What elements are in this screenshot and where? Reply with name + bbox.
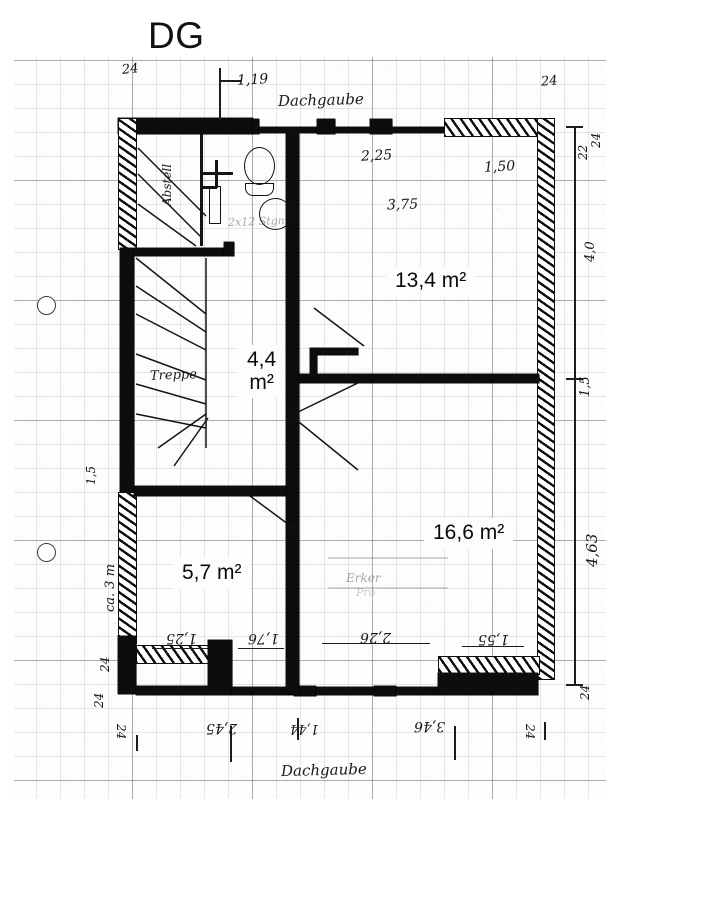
- page-title: DG: [148, 15, 205, 56]
- toilet-cistern-icon: [245, 183, 274, 196]
- wall-bottom-left-hatched: [136, 645, 222, 664]
- dim-tick-bottom-e: [544, 722, 546, 740]
- annotation-dachgaube-bottom: Dachgaube: [280, 759, 367, 781]
- dim-tick-right-mid: [566, 378, 583, 380]
- wall-top-left: [118, 118, 253, 134]
- dim-line-inner-a: [152, 648, 208, 650]
- wall-interior-nib-top: [310, 348, 358, 355]
- wall-bottom-sill-a: [136, 686, 232, 695]
- dimension-text: 1,19: [236, 71, 269, 89]
- dimension-text: 3,46: [414, 718, 446, 734]
- annotation-erker: Erker: [346, 571, 381, 585]
- hole-punch: [37, 296, 56, 315]
- wall-interior-horizontal-mid: [134, 486, 286, 496]
- wall-bath-nib-b: [203, 186, 217, 189]
- wall-top-jamb-a: [253, 119, 259, 134]
- dimension-text: 22: [576, 144, 590, 160]
- room-area-label: 16,6 m²: [424, 518, 514, 549]
- dimension-text: 24: [589, 132, 603, 148]
- annotation-erker-sub: Pro: [356, 586, 376, 599]
- dim-tick-bottom-c: [297, 718, 299, 740]
- dimension-text: 1,25: [166, 630, 198, 646]
- wall-bottom-pier-a: [208, 640, 232, 694]
- window-bottom-c: [396, 687, 438, 695]
- annotation-abstell: Abstell: [160, 163, 174, 206]
- hole-punch: [37, 543, 56, 562]
- wall-right-hatched: [537, 118, 555, 680]
- dimension-text: 2,26: [360, 629, 392, 645]
- dimension-text: 4,63: [583, 533, 601, 567]
- dimension-text: 4,0: [583, 241, 598, 262]
- dimension-text: 1,5: [578, 376, 593, 397]
- wall-bath-partition: [200, 134, 203, 246]
- window-top-b: [335, 127, 370, 133]
- dimension-text: 24: [578, 684, 592, 700]
- wall-interior-vertical-main: [286, 134, 299, 694]
- wall-bath-nib-c: [215, 160, 218, 188]
- dimension-text: 1,55: [478, 631, 510, 647]
- wall-left-upper-hatched: [118, 118, 137, 250]
- dimension-text: 3,75: [386, 196, 419, 214]
- graph-paper-background: [14, 57, 606, 799]
- window-top-c: [392, 127, 444, 133]
- dimension-text: ca. 3 m: [103, 563, 118, 612]
- dim-tick-bottom-b: [230, 726, 232, 762]
- annotation-stair-note: 2x12 Stgn.: [227, 213, 289, 230]
- dim-tick-top: [219, 68, 221, 120]
- dim-line-inner-c: [322, 643, 430, 645]
- window-bottom-a: [232, 687, 294, 695]
- dim-tick-bottom-d: [454, 726, 456, 760]
- wall-left-bottom-corner: [118, 636, 136, 694]
- wall-top-pier-b: [370, 119, 392, 134]
- dimension-text: 1,50: [483, 158, 516, 176]
- wall-left-middle: [120, 248, 134, 492]
- dimension-text: 24: [121, 61, 140, 78]
- dim-tick-bottom-a: [136, 735, 138, 751]
- wall-bottom-pier-c: [374, 686, 396, 696]
- sink-icon: [259, 198, 292, 230]
- dim-line-inner-b: [238, 648, 284, 650]
- dim-tick-right-top: [566, 126, 583, 128]
- wall-bottom-pier-b: [294, 686, 316, 696]
- dimension-text: 2,25: [360, 147, 393, 165]
- room-area-label: 5,7 m²: [173, 558, 251, 589]
- annotation-dachgaube-top: Dachgaube: [277, 89, 364, 111]
- dimension-text: 24: [540, 73, 559, 90]
- dimension-text: 24: [92, 692, 106, 708]
- wall-interior-nib-side: [310, 348, 317, 378]
- wall-bath-nib-a: [203, 172, 233, 175]
- dimension-text: 24: [98, 656, 112, 672]
- wall-interior-horizontal-top: [134, 248, 224, 256]
- annotation-treppe: Treppe: [149, 367, 198, 384]
- room-area-label: 13,4 m²: [386, 266, 476, 297]
- room-area-label: 4,4 m²: [238, 345, 286, 399]
- dimension-text: 24: [114, 724, 128, 740]
- window-top-a: [259, 127, 317, 133]
- dim-line-inner-d: [462, 646, 524, 648]
- wall-interior-horizontal-right: [299, 374, 539, 383]
- wall-top-pier-a: [317, 119, 335, 134]
- bath-fixture-icon: [209, 186, 221, 224]
- dim-tick-right-bottom: [566, 684, 583, 686]
- wall-left-lower-hatched: [118, 492, 137, 644]
- wall-interior-stub-a: [224, 242, 234, 256]
- dim-line-right: [574, 126, 576, 686]
- dimension-text: 1,76: [248, 630, 280, 646]
- dimension-text: 2,45: [206, 720, 238, 736]
- stairs-and-door-sketch: [135, 147, 448, 589]
- wall-bottom-right-solid: [438, 673, 538, 695]
- window-bottom-b: [316, 687, 374, 695]
- dim-line-top: [219, 80, 241, 82]
- dimension-text: 1,44: [290, 721, 319, 736]
- dimension-text: 24: [523, 724, 537, 740]
- dimension-text: 1,5: [84, 465, 98, 485]
- toilet-icon: [244, 147, 275, 185]
